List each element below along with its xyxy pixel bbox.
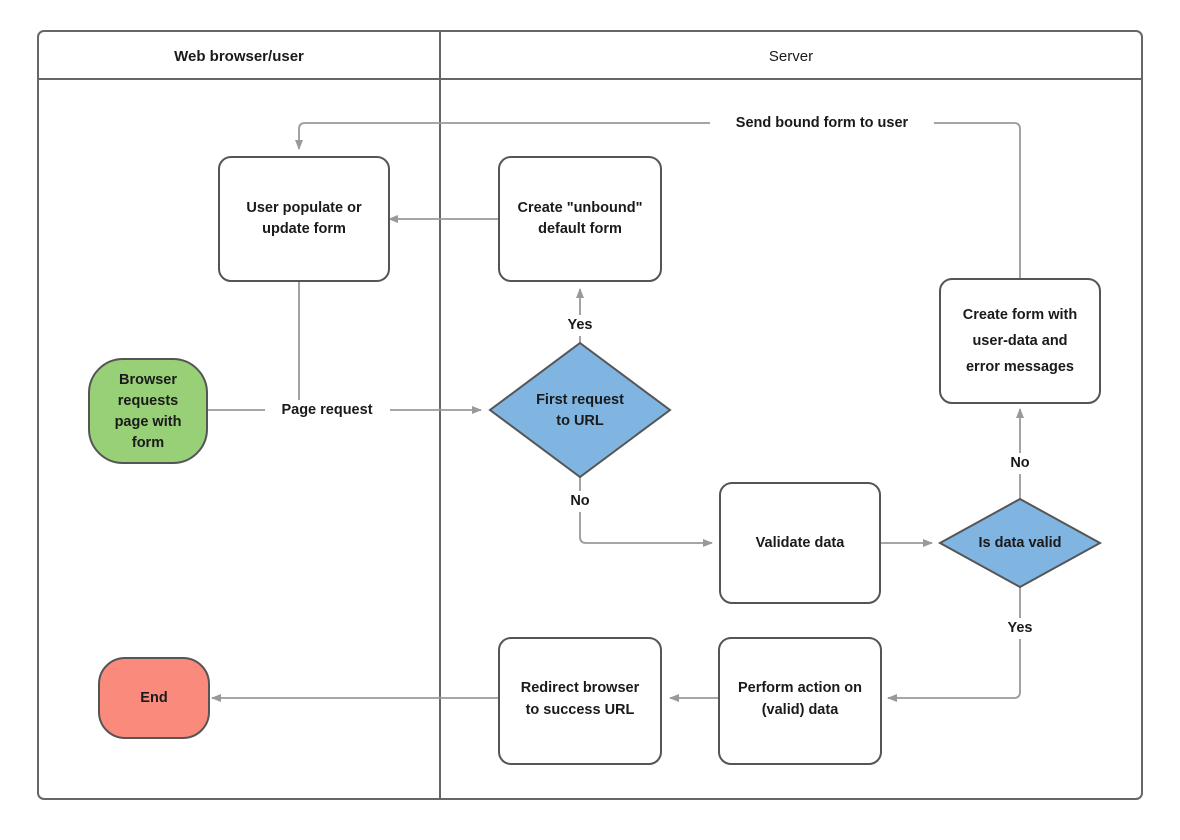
edge-valid-no-label: No xyxy=(1010,455,1029,471)
edge-send-bound-form: Send bound form to user xyxy=(295,112,1021,279)
edge-first-yes: Yes xyxy=(556,288,604,343)
node-end-shape[interactable] xyxy=(98,657,210,739)
node-browser-requests-line-2: page with xyxy=(115,414,182,430)
edge-send-bound-form-label-bg xyxy=(710,112,934,133)
edge-valid-yes-label: Yes xyxy=(1008,620,1033,636)
node-first-request[interactable]: First request to URL xyxy=(488,341,672,479)
edge-valid-yes-label-bg xyxy=(996,618,1044,639)
node-user-populate-line-0: User populate or xyxy=(246,200,362,216)
edge-page-request-label: Page request xyxy=(281,402,372,418)
node-validate-data-line-0: Validate data xyxy=(756,535,846,551)
node-is-data-valid[interactable]: Is data valid xyxy=(937,497,1103,589)
edge-first-no: No xyxy=(558,477,713,547)
node-redirect-browser-shape[interactable] xyxy=(498,637,662,765)
lane-title-browser: Web browser/user xyxy=(174,48,304,65)
lane-header-server: Server xyxy=(769,48,813,65)
node-perform-action-shape[interactable] xyxy=(718,637,882,765)
node-is-data-valid-line-0: Is data valid xyxy=(978,535,1061,551)
node-create-error-form[interactable]: Create form with user-data and error mes… xyxy=(939,278,1101,404)
node-end-line-0: End xyxy=(140,690,167,706)
edge-first-no-label-bg xyxy=(558,491,602,512)
node-first-request-shape[interactable] xyxy=(488,341,672,479)
node-browser-requests-line-1: requests xyxy=(118,393,178,409)
edge-page-request-label-bg xyxy=(265,400,390,421)
node-create-unbound-line-0: Create "unbound" xyxy=(518,200,643,216)
node-create-unbound-shape[interactable] xyxy=(498,156,662,282)
node-create-unbound[interactable]: Create "unbound" default form xyxy=(498,156,662,282)
node-perform-action-line-0: Perform action on xyxy=(738,680,862,696)
node-user-populate[interactable]: User populate or update form xyxy=(218,156,390,282)
lane-title-server: Server xyxy=(769,48,813,65)
node-redirect-browser[interactable]: Redirect browser to success URL xyxy=(498,637,662,765)
node-create-error-form-shape[interactable] xyxy=(939,278,1101,404)
edge-first-yes-label-bg xyxy=(556,315,604,336)
node-create-error-form-line-1: user-data and xyxy=(972,333,1067,349)
node-redirect-browser-line-1: to success URL xyxy=(526,702,635,718)
edge-valid-no: No xyxy=(998,408,1042,499)
node-redirect-browser-line-0: Redirect browser xyxy=(521,680,640,696)
node-first-request-line-1: to URL xyxy=(556,413,604,429)
node-create-unbound-line-1: default form xyxy=(538,221,622,237)
lane-header-browser: Web browser/user xyxy=(174,48,304,65)
node-perform-action-line-1: (valid) data xyxy=(762,702,839,718)
node-browser-requests-line-0: Browser xyxy=(119,372,177,388)
node-browser-requests[interactable]: Browser requests page with form xyxy=(88,358,208,464)
node-browser-requests-shape[interactable] xyxy=(88,358,208,464)
edge-first-yes-label: Yes xyxy=(568,317,593,333)
node-validate-data-shape[interactable] xyxy=(719,482,881,604)
edge-first-no-label: No xyxy=(570,493,589,509)
node-first-request-line-0: First request xyxy=(536,392,624,408)
node-perform-action[interactable]: Perform action on (valid) data xyxy=(718,637,882,765)
edge-page-request: Page request xyxy=(207,400,482,421)
node-create-error-form-line-2: error messages xyxy=(966,359,1074,375)
node-validate-data[interactable]: Validate data xyxy=(719,482,881,604)
node-user-populate-line-1: update form xyxy=(262,221,346,237)
edge-valid-no-label-bg xyxy=(998,453,1042,474)
node-is-data-valid-shape[interactable] xyxy=(937,497,1103,589)
node-user-populate-shape[interactable] xyxy=(218,156,390,282)
node-end[interactable]: End xyxy=(98,657,210,739)
node-browser-requests-line-3: form xyxy=(132,435,164,451)
edge-send-bound-form-label: Send bound form to user xyxy=(736,115,909,131)
node-create-error-form-line-0: Create form with xyxy=(963,307,1077,323)
edge-valid-yes: Yes xyxy=(887,587,1044,702)
